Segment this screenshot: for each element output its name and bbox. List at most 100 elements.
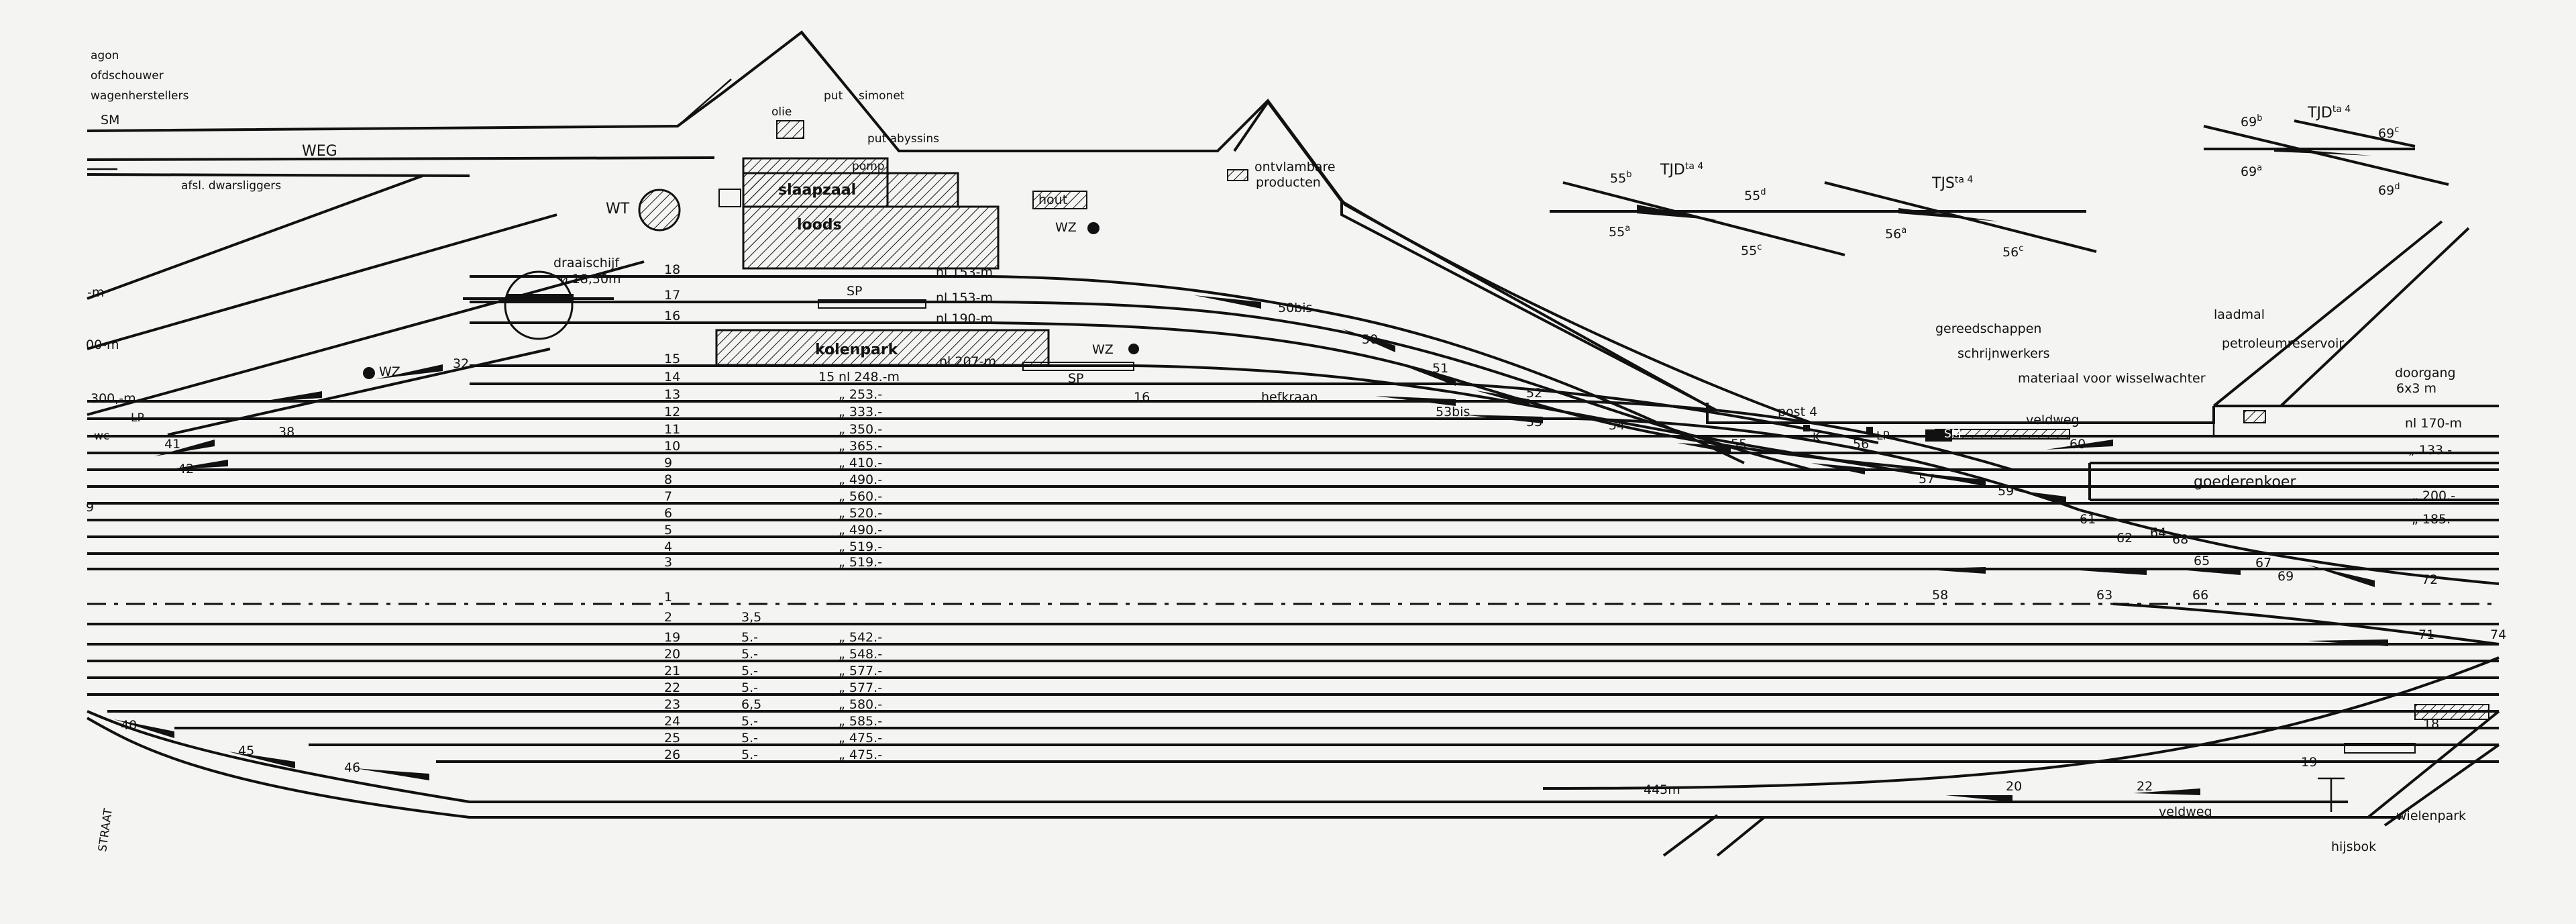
switch-frog-2 — [376, 364, 443, 379]
switch-50: 50 — [1362, 332, 1378, 347]
switch-66: 66 — [2192, 588, 2208, 603]
track-note-18: nl 153-m — [936, 265, 993, 280]
label-afsl-dwarsliggers: afsl. dwarsliggers — [181, 179, 281, 193]
switch-frog-10 — [1409, 368, 1456, 386]
track-length-20: „ 548.- — [839, 647, 882, 662]
label-schrijnwerkers: schrijnwerkers — [1957, 346, 2050, 361]
label-put: put — [824, 89, 843, 103]
switch-frog-22 — [2046, 440, 2113, 450]
switch-frog-17 — [2187, 568, 2241, 575]
track-number-13: 13 — [664, 387, 680, 402]
track-length-19: „ 542.- — [839, 630, 882, 645]
track-length-12: „ 333.- — [839, 405, 882, 419]
track-number-11: 11 — [664, 422, 680, 437]
label-wz-2: WZ — [1055, 220, 1077, 235]
switch-frog-13 — [1462, 415, 1543, 423]
loods-building — [742, 205, 1000, 270]
water-tower — [638, 189, 681, 232]
buildings — [363, 120, 1248, 379]
label-sm-1: SM — [101, 113, 119, 127]
label-wz-3: WZ — [1092, 342, 1114, 357]
track-spacing-21: 5.- — [741, 664, 758, 678]
track-note-17: nl 153-m — [936, 291, 993, 305]
switch-frog-4 — [168, 460, 228, 470]
switch-frog-18 — [2308, 565, 2375, 587]
track-spacing-2: 3,5 — [741, 610, 761, 625]
switch-54: 54 — [1609, 418, 1625, 433]
switch-40: 40 — [121, 718, 137, 733]
sp-platform-1 — [818, 299, 926, 309]
track-spacing-23: 6,5 — [741, 697, 761, 712]
label-simonet: simonet — [859, 89, 905, 103]
track-number-7: 7 — [664, 489, 672, 504]
label-agon: agon — [91, 49, 119, 62]
road-outline — [87, 30, 1718, 412]
switch-frog-9 — [1342, 329, 1395, 352]
label-slaapzaal: slaapzaal — [778, 182, 856, 199]
track-bundle — [87, 275, 2499, 763]
switch-58: 58 — [1932, 588, 1948, 603]
inset-tjd-69-title: TJDta 4 — [2307, 104, 2351, 121]
switch-64: 64 — [2150, 525, 2166, 540]
road-label: WEG — [302, 143, 337, 160]
track-length-8: „ 490.- — [839, 472, 882, 487]
switch-68: 68 — [2172, 532, 2188, 547]
label-wt: WT — [606, 201, 630, 217]
label-dist-1: -m — [87, 285, 104, 300]
track-length-10: „ 365.- — [839, 439, 882, 454]
track-number-4: 4 — [664, 540, 672, 554]
switch-15: 15 — [818, 370, 835, 384]
switch-69: 69 — [2277, 569, 2294, 584]
track-number-5: 5 — [664, 523, 672, 537]
label-133: „ 133.- — [2408, 443, 2452, 458]
switch-frog-6 — [228, 752, 295, 768]
track-length-7: „ 560.- — [839, 489, 882, 504]
track-length-4: „ 519.- — [839, 540, 882, 554]
label-doorgang: doorgang — [2395, 366, 2456, 380]
small-shed — [718, 189, 741, 207]
switch-frog-20 — [2133, 788, 2200, 795]
inset-56c: 56c — [2002, 244, 2023, 260]
label-lp-1: LP — [131, 411, 144, 425]
label-sm-2: SM — [1944, 427, 1961, 441]
switch-45: 45 — [238, 743, 254, 758]
switch-18: 18 — [2423, 717, 2439, 731]
track-number-25: 25 — [664, 731, 680, 746]
switch-frog-5 — [114, 719, 174, 738]
label-sp-2: SP — [1068, 371, 1084, 386]
switch-63: 63 — [2096, 588, 2112, 603]
kolenpark-building — [715, 329, 1050, 366]
diverging-track-3 — [989, 321, 1933, 471]
track-length-3: „ 519.- — [839, 555, 882, 570]
switch-60: 60 — [2070, 437, 2086, 452]
olie-building — [776, 120, 804, 139]
label-materiaal: materiaal voor wisselwachter — [2018, 371, 2206, 386]
inset-56a: 56a — [1885, 225, 1907, 242]
label-doorgang-size: 6x3 m — [2396, 381, 2436, 396]
track-length-26: „ 475.- — [839, 748, 882, 762]
track-spacing-26: 5.- — [741, 748, 758, 762]
switch-16: 16 — [1134, 390, 1150, 405]
inset-tjs-56-title: TJSta 4 — [1931, 174, 1973, 192]
label-producten: producten — [1256, 175, 1321, 190]
inset-55a: 55a — [1609, 223, 1630, 240]
diverging-track-12 — [87, 717, 1610, 819]
diverging-track-13 — [1340, 200, 1812, 424]
track-number-20: 20 — [664, 647, 680, 662]
track-spacing-25: 5.- — [741, 731, 758, 746]
inset-tjd-55-title: TJDta 4 — [1660, 161, 1703, 178]
track-length-13: „ 253.- — [839, 387, 882, 402]
switch-frog-16 — [2080, 568, 2147, 575]
label-ontvlambare: ontvlambare — [1254, 160, 1336, 174]
track-number-18: 18 — [664, 262, 680, 277]
diverging-track-8 — [2079, 509, 2500, 585]
switch-frog-19 — [2308, 639, 2388, 646]
inset-55b: 55b — [1610, 170, 1631, 186]
switch-frog-1 — [255, 391, 322, 403]
switch-frog-12 — [1375, 396, 1456, 406]
switch-42: 42 — [178, 462, 194, 476]
switch-55: 55 — [1731, 437, 1747, 452]
inset-tjs-56 — [1824, 181, 2097, 253]
